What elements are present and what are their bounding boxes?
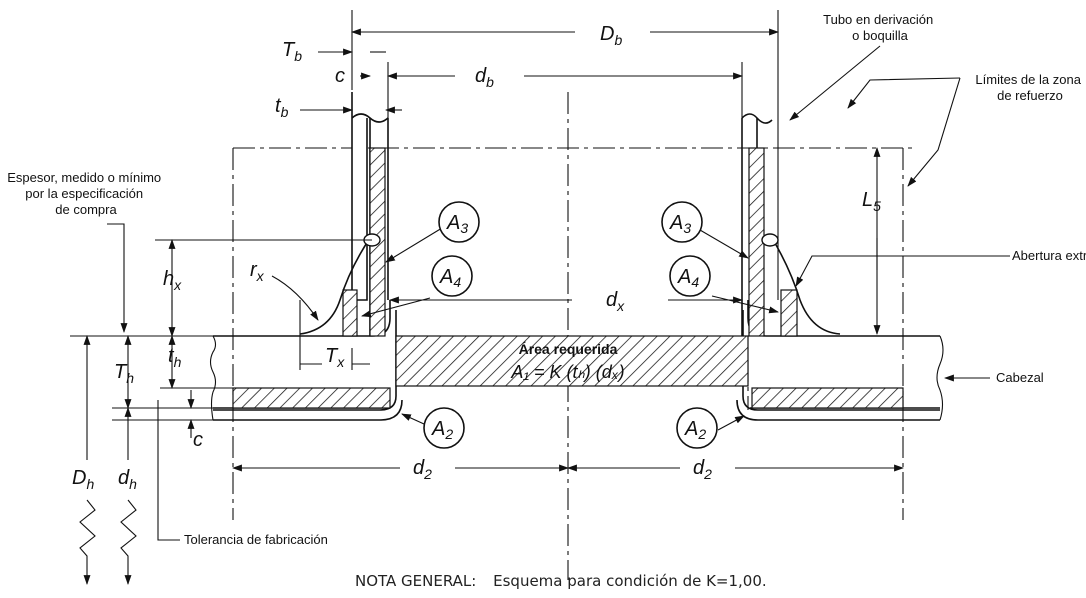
- symbol-Db: Db: [600, 23, 622, 48]
- branch-pipe: [351, 92, 773, 336]
- symbol-tb: tb: [275, 95, 289, 120]
- symbol-d2-left: d2: [413, 457, 432, 482]
- callout-A2-right: A2: [676, 407, 718, 449]
- symbol-d2-right: d2: [693, 457, 712, 482]
- area-A2-right: [751, 387, 904, 409]
- note-leaders: [107, 45, 1010, 541]
- general-note: NOTA GENERAL: Esquema para condición de …: [355, 572, 767, 590]
- dimension-lines: [70, 10, 904, 585]
- symbol-rx: rx: [250, 259, 265, 284]
- symbol-c-top: c: [335, 65, 345, 87]
- area-A2-left: [232, 387, 391, 409]
- callout-A4-left: A4: [431, 255, 473, 297]
- label-reinforcement-limits: Límites de la zona de refuerzo: [975, 72, 1084, 103]
- svg-text:A3: A3: [669, 212, 691, 236]
- symbol-Tx: Tx: [325, 345, 345, 370]
- svg-text:A3: A3: [446, 212, 468, 236]
- callout-A2-left: A2: [423, 407, 465, 449]
- label-mill-tolerance: Tolerancia de fabricación: [184, 532, 328, 547]
- symbol-c-bottom: c: [193, 429, 203, 451]
- label-thickness: Espesor, medido o mínimo por la especifi…: [7, 170, 165, 217]
- symbol-L5: L5: [862, 189, 881, 214]
- area-A4-left: [342, 289, 358, 337]
- symbol-hx: hx: [163, 268, 182, 293]
- label-header: Cabezal: [996, 370, 1044, 385]
- area-A4-right: [780, 289, 798, 337]
- callout-A4-right: A4: [669, 255, 711, 297]
- area-A1: [395, 335, 749, 387]
- symbol-db: db: [475, 65, 494, 90]
- label-extruded-opening: Abertura extruida: [1012, 248, 1086, 263]
- symbol-th: th: [168, 345, 182, 370]
- svg-text:A4: A4: [439, 266, 461, 290]
- symbol-Dh: Dh: [72, 467, 94, 492]
- callout-A3-left: A3: [438, 201, 480, 243]
- symbol-dx: dx: [606, 289, 625, 314]
- required-area-title: Área requerida: [519, 341, 618, 357]
- symbol-Tb: Tb: [282, 39, 302, 64]
- callout-A3-right: A3: [661, 201, 703, 243]
- label-branch-pipe: Tubo en derivación o boquilla: [823, 12, 937, 43]
- svg-text:A2: A2: [684, 418, 706, 442]
- required-area-formula: A₁ = K (tₕ) (dₓ): [510, 362, 624, 382]
- svg-text:A2: A2: [431, 418, 453, 442]
- symbol-dh: dh: [118, 467, 137, 492]
- weld-right: [761, 233, 779, 247]
- symbol-Th: Th: [114, 361, 134, 386]
- extruded-lip-left: [299, 237, 371, 335]
- extruded-lip-right: [771, 237, 841, 335]
- svg-text:A4: A4: [677, 266, 699, 290]
